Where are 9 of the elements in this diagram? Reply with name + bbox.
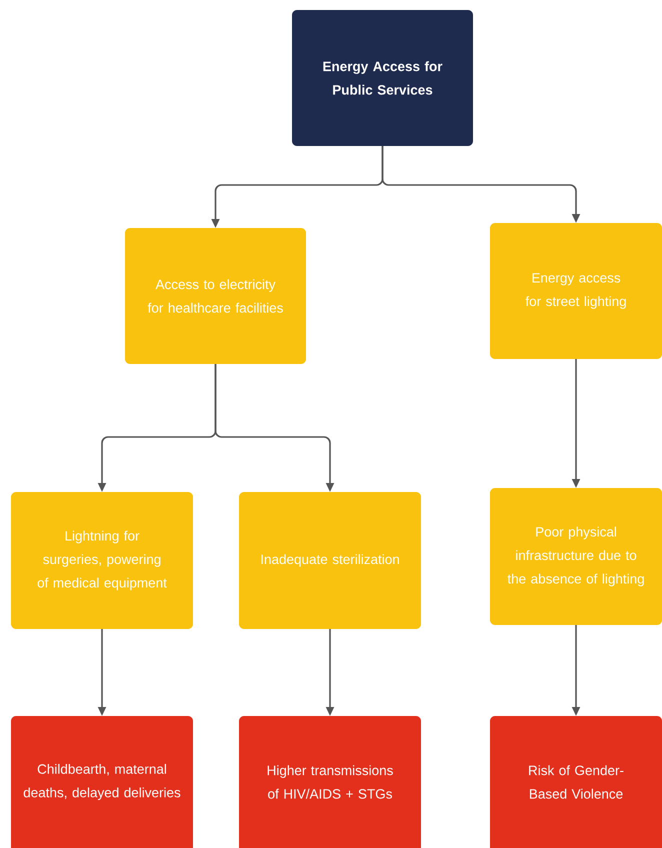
outcome-box: Risk of Gender-Based Violence: [490, 716, 662, 848]
process-box: Access to electricity for healthcare facilities: [125, 228, 306, 364]
process-box: Poor physical infrastructure due to the absence of lighting: [490, 488, 662, 625]
process-box: Energy access for street lighting: [490, 223, 662, 359]
title-box: Energy Access for Public Services: [292, 10, 473, 146]
outcome-box: Higher transmissions of HIV/AIDS + STGs: [239, 716, 421, 848]
outcome-box: Childbearth, maternal deaths, delayed deliveries: [11, 716, 193, 848]
process-box: Inadequate sterilization: [239, 492, 421, 629]
process-box: Lightning for surgeries, powering of medical equipment: [11, 492, 193, 629]
